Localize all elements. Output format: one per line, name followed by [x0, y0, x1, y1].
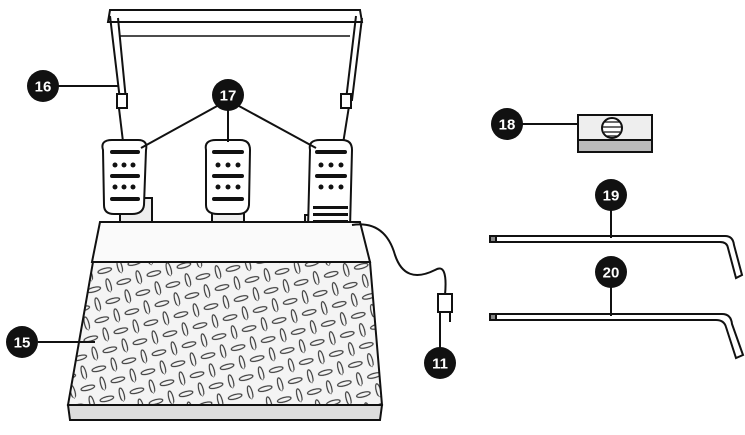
- callout-19-label: 19: [603, 188, 620, 205]
- callout-17: 17: [212, 79, 244, 111]
- callout-15-label: 15: [14, 335, 31, 352]
- callout-18-label: 18: [499, 117, 516, 134]
- hex-key-20: [489, 313, 745, 360]
- callout-20-label: 20: [603, 265, 620, 282]
- pedal-left: [101, 139, 153, 259]
- callout-16-label: 16: [35, 79, 52, 96]
- pedal-frame: [106, 9, 364, 151]
- callout-19: 19: [595, 179, 627, 211]
- callout-11-label: 11: [432, 356, 448, 373]
- callout-15: 15: [6, 326, 38, 358]
- usb-cable: [351, 223, 453, 322]
- callout-11: 11: [424, 347, 456, 379]
- fastener-block: [577, 114, 653, 153]
- callout-20: 20: [595, 256, 627, 288]
- pedal-base: [66, 221, 384, 421]
- callout-17-label: 17: [220, 88, 237, 105]
- callout-16: 16: [27, 70, 59, 102]
- hex-key-19: [489, 235, 744, 280]
- callout-18: 18: [491, 108, 523, 140]
